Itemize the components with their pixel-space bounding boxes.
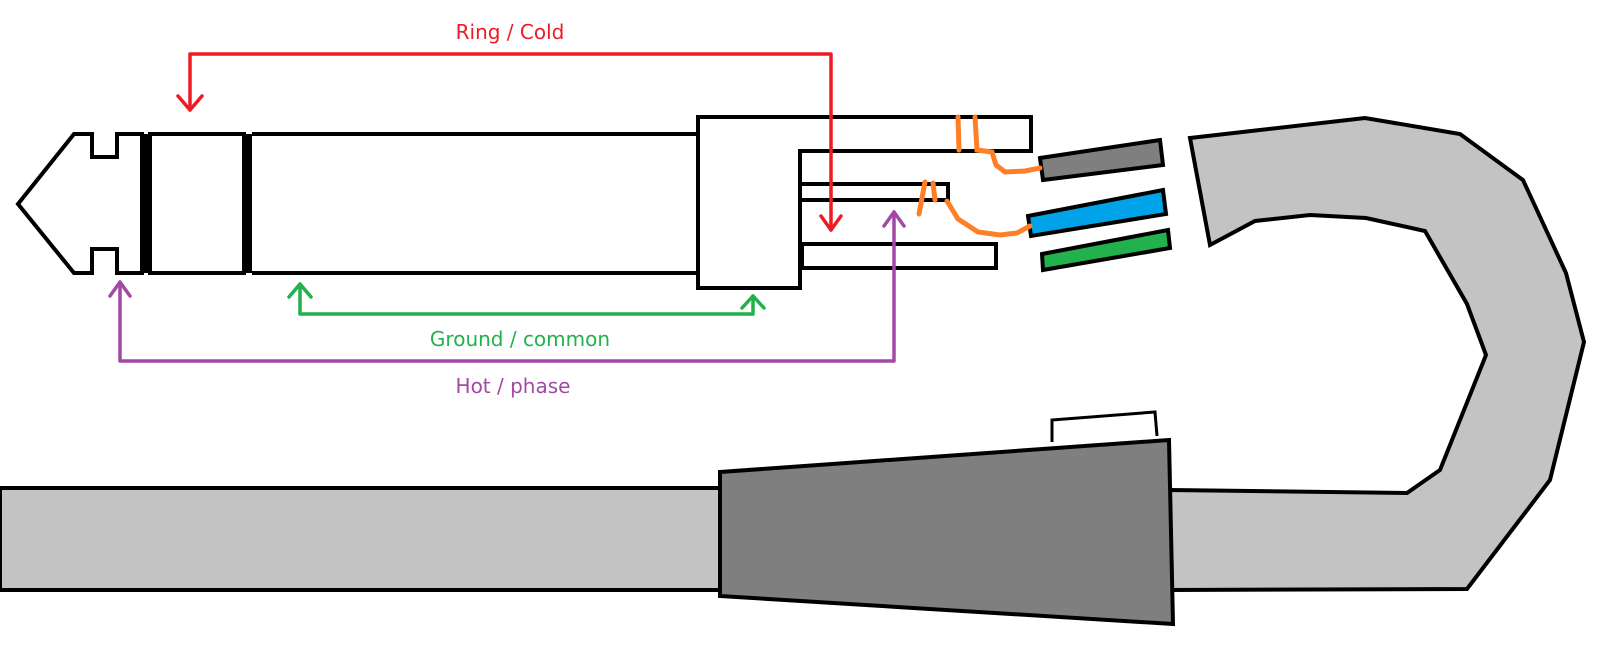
boot-tab <box>1050 410 1159 442</box>
strain-relief-boot <box>718 437 1176 627</box>
cable-loop <box>1168 115 1587 593</box>
ground-arrow <box>287 282 766 316</box>
solder-ring-1 <box>955 114 962 153</box>
plug-sleeve <box>252 132 700 275</box>
solder-ring-2 <box>972 114 1043 175</box>
solder-hot-3 <box>944 198 1033 238</box>
solder-hot-1 <box>916 179 928 217</box>
terminal-ring <box>798 182 950 202</box>
hot-label: Hot / phase <box>456 374 571 398</box>
ground-label: Ground / common <box>430 327 610 351</box>
ring-label: Ring / Cold <box>456 20 565 44</box>
wire-blue <box>1025 187 1169 239</box>
cable-jacket <box>0 486 722 592</box>
ring-arrow <box>176 52 843 232</box>
wire-gray <box>1037 137 1166 183</box>
plug-ring-insulator-2 <box>244 134 252 273</box>
plug-tip <box>15 132 144 275</box>
plug-ring-insulator-1 <box>142 134 150 273</box>
solder-joints <box>916 114 1043 238</box>
plug-housing <box>696 115 1033 290</box>
terminal-sleeve <box>800 242 998 270</box>
plug-ring <box>148 132 246 275</box>
hot-arrow <box>108 210 906 363</box>
solder-hot-2 <box>930 180 938 203</box>
wire-green <box>1039 227 1173 273</box>
